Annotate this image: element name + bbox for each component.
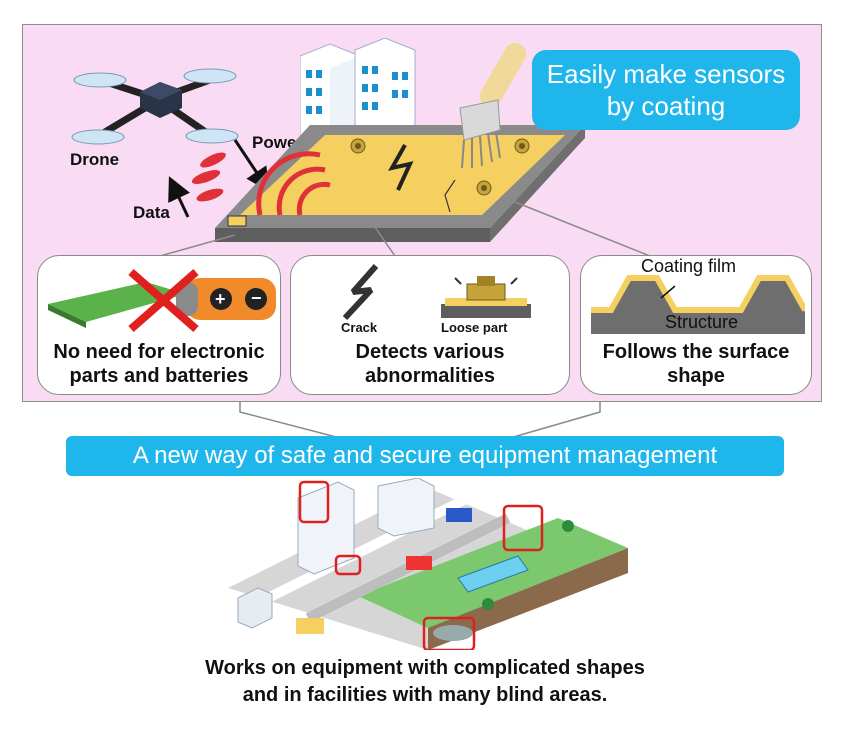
headline-line-2: by coating [606,91,726,121]
footer-caption: Works on equipment with complicated shap… [0,655,850,709]
card2-caption: Detects various abnormalities [355,341,505,387]
footer-line-1: Works on equipment with complicated shap… [205,657,645,679]
loose-part-icon [441,276,531,318]
crack-label: Crack [341,320,378,335]
svg-text:+: + [215,289,226,309]
highlight-box [502,504,544,552]
crack-icon [342,264,379,321]
signal-arrows [168,139,270,218]
battery-crossed-icon: + − [48,268,276,333]
highlight-box [334,554,362,576]
coating-film-label: Coating film [641,256,737,276]
funnel-connector [239,402,601,439]
crack-mark-icon [388,144,414,191]
card3-caption: Follows the surface shape [602,341,790,387]
card-surface-shape: Coating film Structure Follows the surfa… [580,255,812,395]
drone-icon [71,68,239,145]
city-illustration [228,478,628,650]
structure-label: Structure [665,312,739,332]
headline-bubble: Easily make sensors by coating [532,50,800,130]
coating-cross-section [591,275,805,334]
card-no-batteries: + − No need for electronic parts and bat… [37,255,281,395]
card1-caption: No need for electronic parts and batteri… [53,341,265,387]
svg-text:−: − [251,288,262,308]
highlight-box [422,616,476,650]
data-arrow [168,176,190,218]
management-banner: A new way of safe and secure equipment m… [66,436,784,476]
power-arrow [233,139,270,192]
footer-line-2: and in facilities with many blind areas. [242,684,608,706]
bolt-icon [514,138,530,154]
headline-line-1: Easily make sensors [546,59,786,89]
bolt-icon [350,138,366,154]
loose-part-label: Loose part [441,320,508,335]
brush-illustration [459,42,527,169]
drone-label: Drone [70,150,120,169]
data-label: Data [133,203,170,222]
drone-illustration [71,68,239,145]
card-detects-abnormalities: Crack Loose part Detects various abnorma… [290,255,570,395]
sensor-plate-illustration [215,125,585,242]
highlight-box [298,480,330,524]
bolt-icon [476,180,492,196]
